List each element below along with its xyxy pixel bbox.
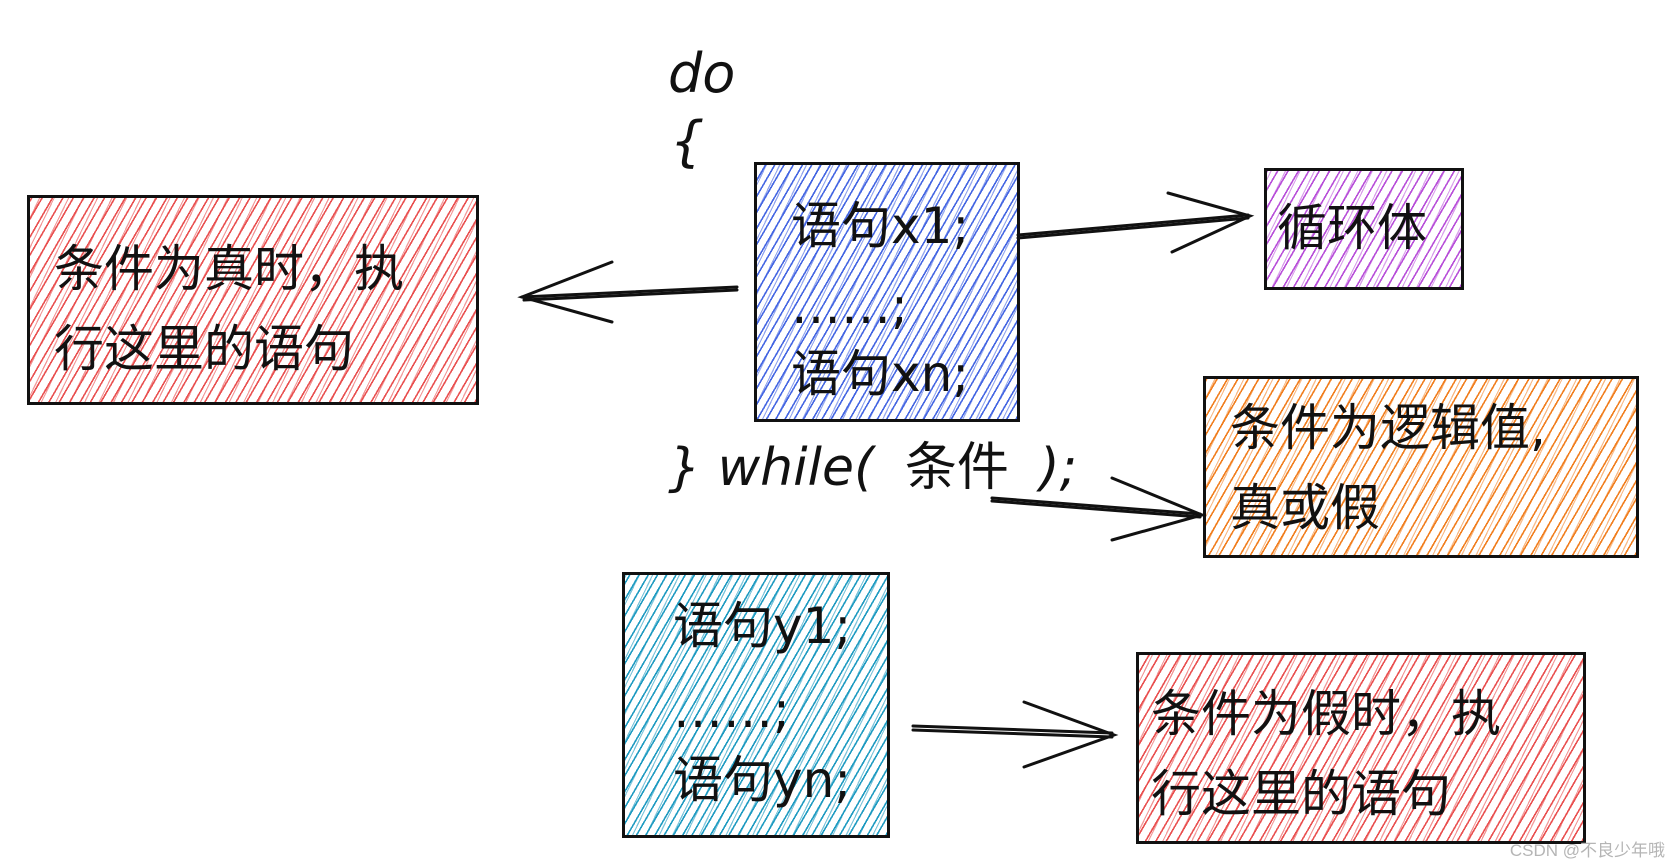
false-branch-box: 条件为假时，执 行这里的语句 [1136, 652, 1586, 844]
false-branch-line-1: 条件为假时，执 [1151, 685, 1501, 743]
arrow-to-loop-body [1016, 191, 1255, 254]
after-statement-ellipsis: ……; [673, 681, 790, 739]
true-branch-line-1: 条件为真时，执 [54, 240, 404, 298]
while-condition: 条件 [904, 438, 1009, 498]
after-statement-last: 语句yn; [673, 751, 852, 809]
false-branch-line-2: 行这里的语句 [1151, 765, 1451, 823]
condition-value-line-2: 真或假 [1230, 479, 1380, 537]
loop-body-label-box: 循环体 [1264, 168, 1464, 290]
true-branch-line-2: 行这里的语句 [54, 320, 354, 378]
arrow-to-true-branch [517, 260, 739, 324]
true-branch-box: 条件为真时，执 行这里的语句 [27, 195, 479, 405]
loop-statement-ellipsis: ……; [791, 277, 908, 335]
arrow-to-false-branch [911, 700, 1119, 769]
after-loop-box: 语句y1; ……; 语句yn; [622, 572, 890, 838]
condition-value-box: 条件为逻辑值, 真或假 [1203, 376, 1639, 558]
close-brace-while: } while( [668, 438, 875, 498]
do-keyword: do [668, 42, 736, 105]
while-close-paren: ); [1039, 438, 1078, 498]
open-brace: { [670, 110, 705, 173]
loop-body-box: 语句x1; ……; 语句xn; [754, 162, 1020, 422]
watermark: CSDN @不良少年哦 [1509, 841, 1665, 860]
while-clause: } while( 条件 ); [668, 436, 1077, 501]
condition-value-line-1: 条件为逻辑值, [1230, 399, 1546, 457]
loop-body-label: 循环体 [1277, 199, 1427, 257]
loop-statement-first: 语句x1; [791, 197, 970, 255]
arrow-to-condition-value [990, 476, 1207, 542]
after-statement-first: 语句y1; [673, 597, 852, 655]
loop-statement-last: 语句xn; [791, 345, 970, 403]
